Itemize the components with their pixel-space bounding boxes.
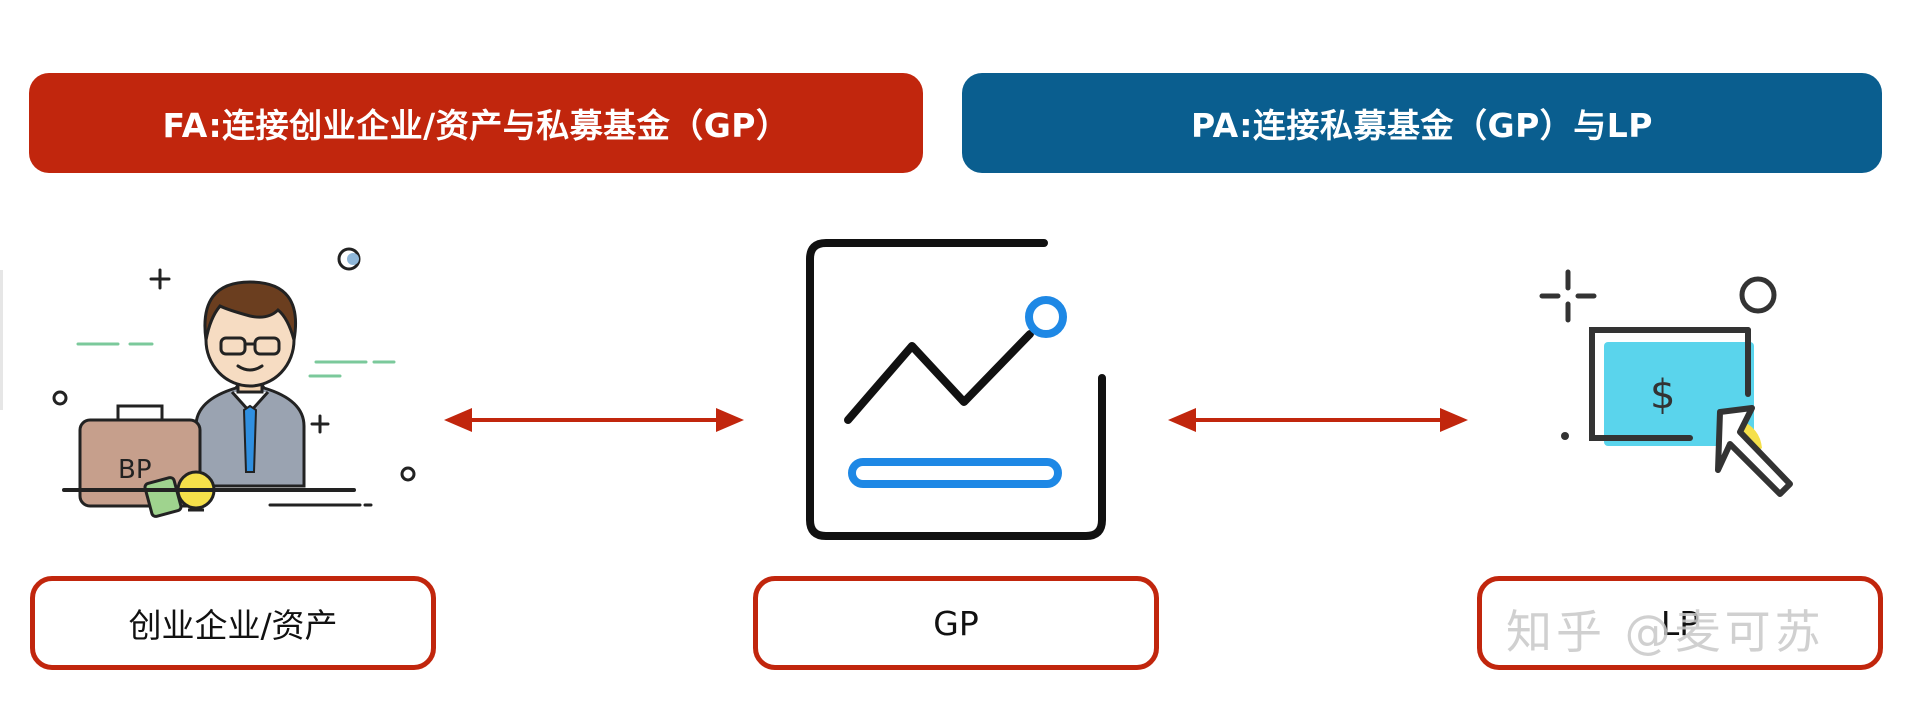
arrow-left-middle (444, 408, 744, 432)
fa-banner-text: FA:连接创业企业/资产与私募基金（GP） (162, 106, 790, 145)
fa-banner: FA:连接创业企业/资产与私募基金（GP） (29, 73, 923, 173)
pa-banner-text: PA:连接私募基金（GP）与LP (1191, 106, 1653, 145)
node-gp: GP (753, 576, 1159, 670)
left-edge-divider (0, 270, 3, 410)
node-startup-assets: 创业企业/资产 (30, 576, 436, 670)
node-startup-assets-label: 创业企业/资产 (128, 606, 338, 645)
lp-investor-icon: $ (1539, 269, 1793, 497)
gp-chart-icon (806, 239, 1106, 540)
pa-banner: PA:连接私募基金（GP）与LP (962, 73, 1882, 173)
entrepreneur-icon: BP (52, 247, 416, 518)
node-gp-label: GP (933, 603, 979, 643)
bp-text: BP (118, 455, 152, 485)
arrow-middle-right (1168, 408, 1468, 432)
node-lp-label: LP (1660, 603, 1700, 643)
node-lp: LP (1477, 576, 1883, 670)
dollar-symbol: $ (1650, 372, 1675, 418)
